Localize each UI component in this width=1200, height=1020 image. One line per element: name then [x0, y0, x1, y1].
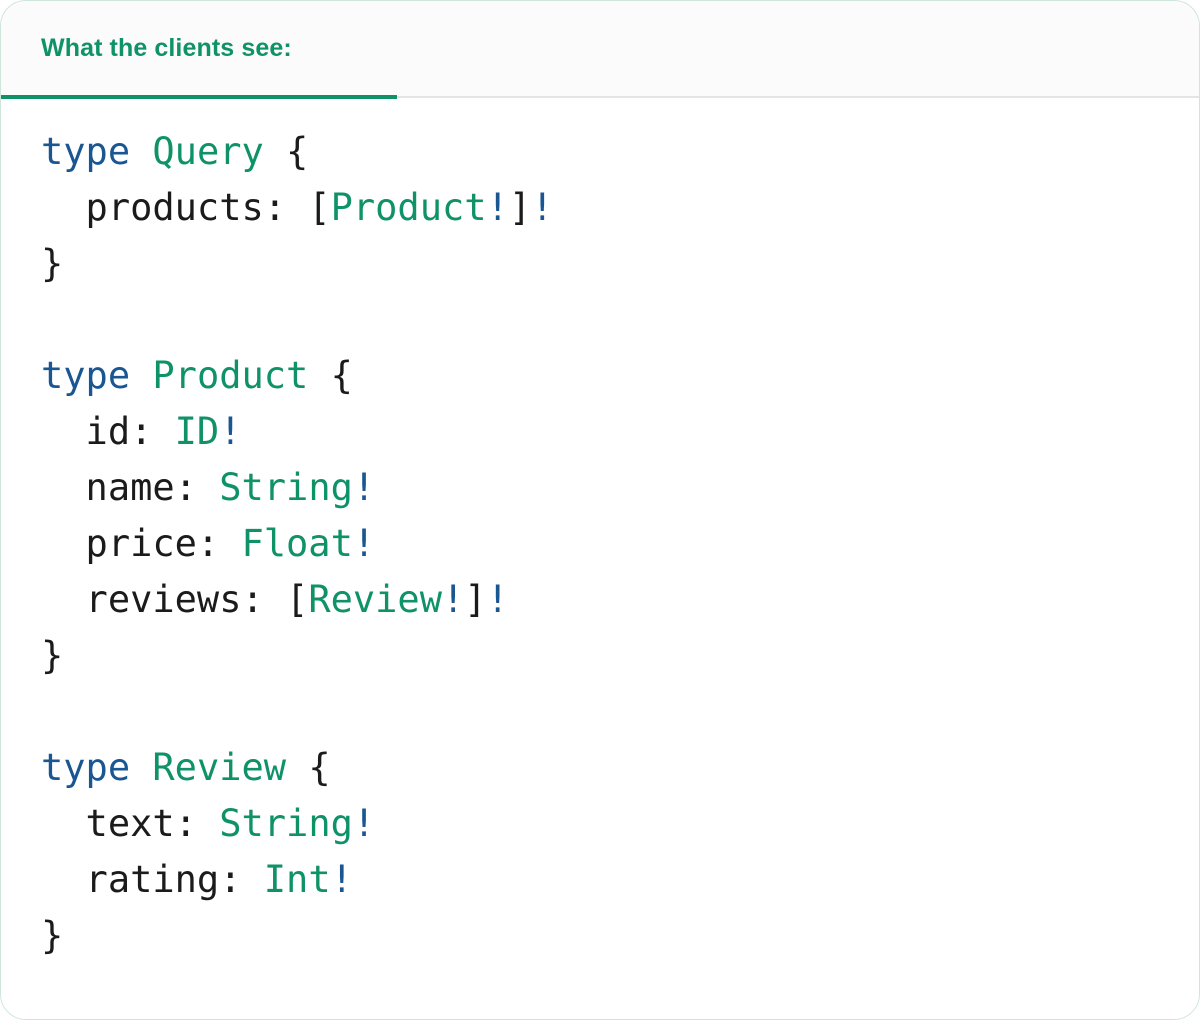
code-token: ID: [174, 410, 220, 453]
code-token: !: [352, 466, 376, 509]
code-token: String: [219, 802, 353, 845]
code-token: text:: [41, 802, 220, 845]
code-line: }: [41, 908, 1199, 964]
code-token: Float: [241, 522, 353, 565]
code-token: Review: [152, 746, 287, 789]
code-token: !: [352, 802, 376, 845]
code-token: {: [286, 746, 331, 789]
code-token: String: [219, 466, 353, 509]
code-line: type Product {: [41, 348, 1199, 404]
code-token: id:: [41, 410, 175, 453]
code-line: type Review {: [41, 740, 1199, 796]
code-token: ]: [508, 186, 532, 229]
code-line: price: Float!: [41, 516, 1199, 572]
code-line: products: [Product!]!: [41, 180, 1199, 236]
tab-what-the-clients-see[interactable]: What the clients see:: [1, 1, 397, 99]
code-token: !: [486, 186, 509, 229]
code-token: Product: [330, 186, 487, 229]
code-token: [130, 130, 152, 173]
code-token: Review: [308, 578, 442, 621]
code-token: reviews: [: [41, 578, 309, 621]
code-token: !: [441, 578, 465, 621]
code-token: price:: [41, 522, 242, 565]
code-token: ]: [464, 578, 487, 621]
code-token: type: [41, 746, 131, 789]
code-line: name: String!: [41, 460, 1199, 516]
code-token: [130, 746, 152, 789]
code-token: !: [531, 186, 554, 229]
code-line: }: [41, 236, 1199, 292]
code-token: {: [308, 354, 353, 397]
code-token: products: [: [41, 186, 331, 229]
code-line: id: ID!: [41, 404, 1199, 460]
code-token: Query: [152, 130, 264, 173]
code-line: type Query {: [41, 124, 1199, 180]
code-token: !: [352, 522, 376, 565]
code-line: }: [41, 628, 1199, 684]
code-token: !: [219, 410, 242, 453]
code-token: type: [41, 354, 131, 397]
code-token: Int: [263, 858, 331, 901]
code-line: reviews: [Review!]!: [41, 572, 1199, 628]
code-token: }: [41, 634, 64, 677]
code-line: rating: Int!: [41, 852, 1199, 908]
code-token: [130, 354, 152, 397]
code-line: [41, 292, 1199, 348]
code-token: }: [41, 242, 64, 285]
code-token: {: [263, 130, 309, 173]
tab-strip: What the clients see:: [1, 1, 1199, 99]
code-token: !: [330, 858, 353, 901]
code-token: type: [41, 130, 131, 173]
code-token: name:: [41, 466, 220, 509]
tab-label: What the clients see:: [41, 34, 292, 62]
code-token: rating:: [41, 858, 264, 901]
code-token: }: [41, 914, 64, 957]
code-body: type Query { products: [Product!]!} type…: [1, 98, 1199, 1019]
code-token: Product: [152, 354, 309, 397]
code-token: !: [486, 578, 509, 621]
graphql-schema-code[interactable]: type Query { products: [Product!]!} type…: [1, 124, 1199, 964]
code-line: [41, 684, 1199, 740]
code-line: text: String!: [41, 796, 1199, 852]
